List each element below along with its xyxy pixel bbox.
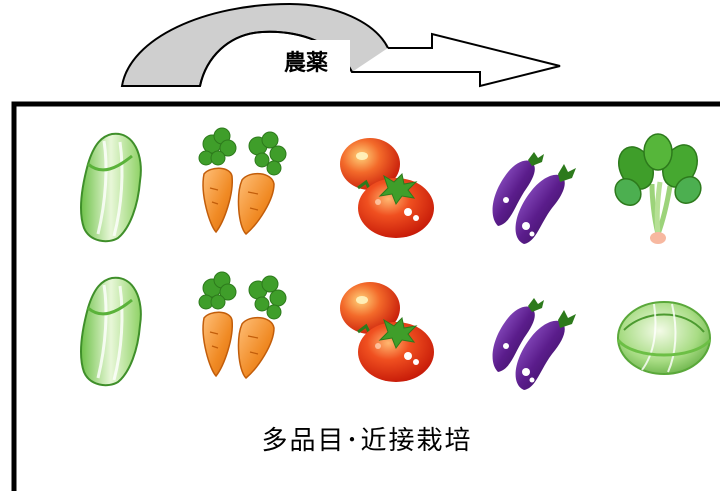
tomatoes-icon <box>338 280 436 384</box>
arrow-label: 農薬 <box>284 51 328 76</box>
tomatoes-icon <box>338 136 436 240</box>
arrow-label-bg <box>262 40 350 80</box>
eggplants-icon <box>492 298 576 390</box>
carrots-icon <box>198 127 287 235</box>
diagram-caption: 多品目･近接栽培 <box>261 426 473 456</box>
eggplants-icon <box>492 152 576 245</box>
cabbage-icon <box>616 300 712 376</box>
carrots-icon <box>198 271 287 379</box>
crop-row-1 <box>79 127 706 245</box>
field-frame <box>11 101 720 491</box>
napa-cabbage-icon <box>79 276 143 387</box>
komatsuna-icon <box>610 134 706 244</box>
crop-row-2 <box>79 271 712 390</box>
napa-cabbage-icon <box>79 132 143 243</box>
pesticide-arrow: 農薬 <box>120 2 561 88</box>
